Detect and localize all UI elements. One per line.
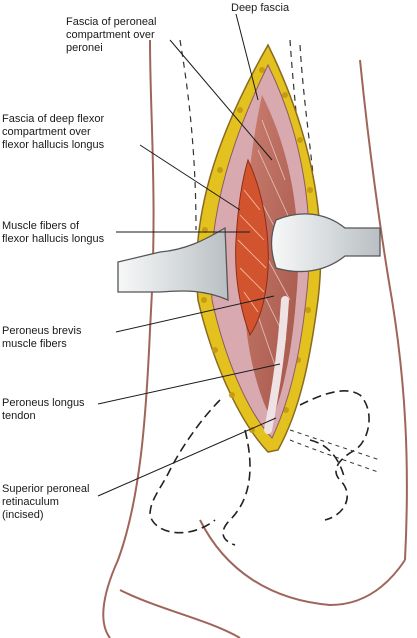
fhl-muscle <box>235 158 269 337</box>
label-muscle-fibers-fhl: Muscle fibers of flexor hallucis longus <box>2 220 105 245</box>
label-superior-peroneal-retinaculum: Superior peroneal retinaculum (incised) <box>2 483 90 521</box>
label-fascia-deep-flexor: Fascia of deep flexor compartment over f… <box>2 113 105 151</box>
label-peroneus-longus: Peroneus longus tendon <box>2 397 85 422</box>
bone-outline-dashed <box>149 390 370 546</box>
retractor-left <box>117 226 229 302</box>
fhl-fiber-lines <box>237 189 267 313</box>
label-fascia-peroneal-compartment: Fascia of peroneal compartment over pero… <box>66 16 157 54</box>
leader-lines <box>97 13 281 497</box>
retractor-right <box>270 213 381 273</box>
label-peroneus-brevis: Peroneus brevis muscle fibers <box>2 325 82 350</box>
retinaculum-lines <box>289 429 381 473</box>
peroneus-longus-tendon <box>264 296 289 434</box>
label-deep-fascia: Deep fascia <box>231 2 290 14</box>
skin-outline <box>102 39 408 638</box>
